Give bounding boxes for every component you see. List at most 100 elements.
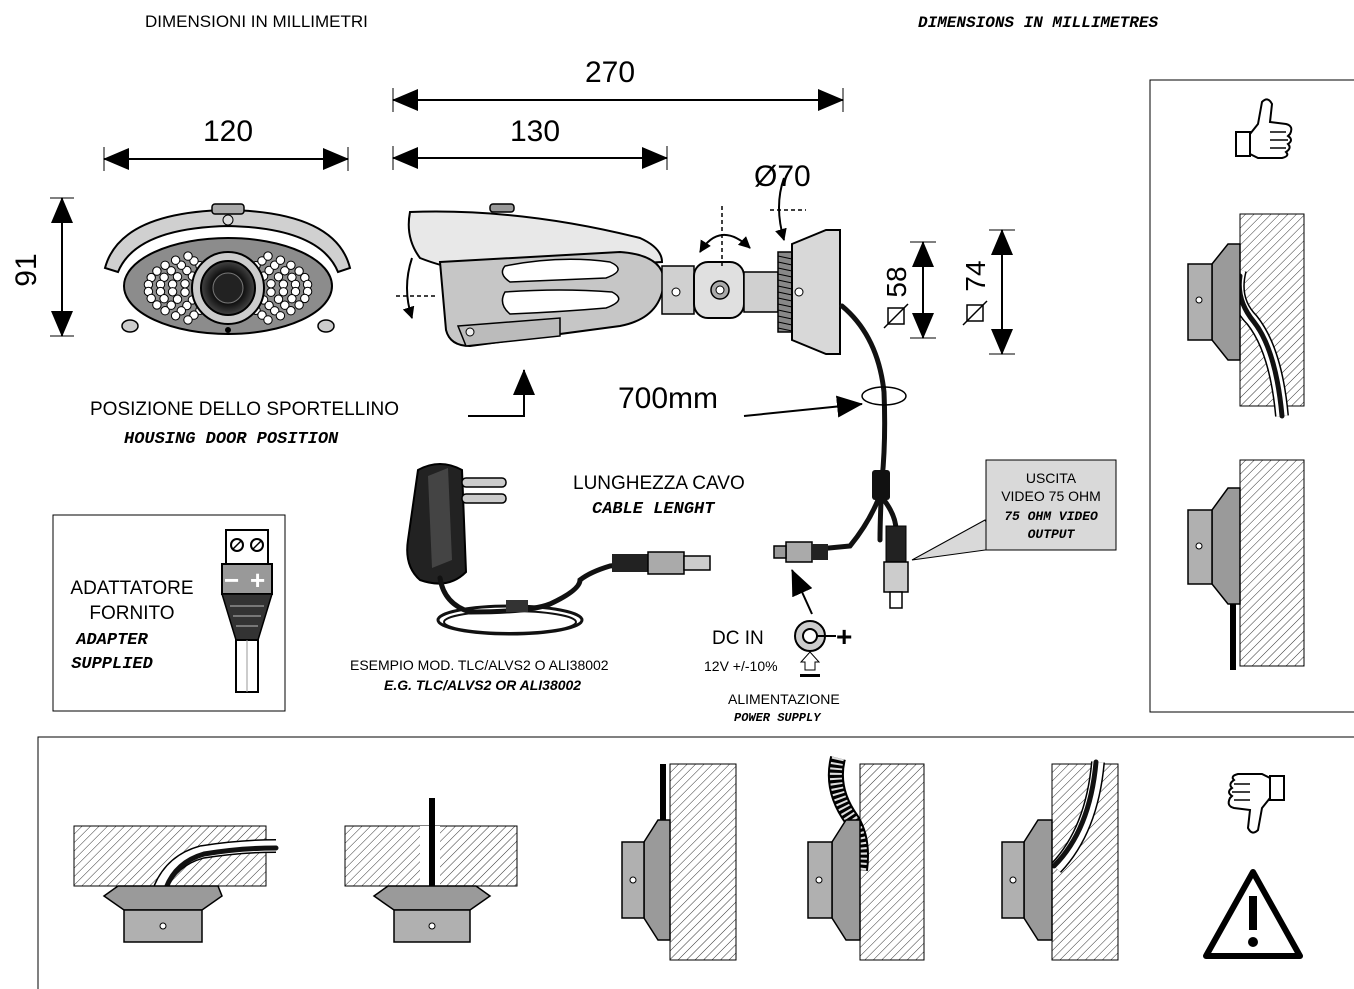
ir-led xyxy=(170,311,181,321)
header-title-it: DIMENSIONI IN MILLIMETRI xyxy=(145,12,368,31)
dc-in-connector xyxy=(773,541,828,563)
ir-led xyxy=(182,265,192,276)
ir-led xyxy=(294,300,304,310)
dimension-270: 270 xyxy=(392,56,844,112)
adapter-supplied-it-2: FORNITO xyxy=(89,603,174,624)
ir-led xyxy=(266,279,276,289)
dimension-91: 91 xyxy=(10,197,74,337)
ir-led xyxy=(167,287,178,297)
door-position-label-en: HOUSING DOOR POSITION xyxy=(124,430,339,449)
door-position-label-it: POSIZIONE DELLO SPORTELLINO xyxy=(90,399,399,420)
video-output-line3: 75 OHM VIDEO xyxy=(1004,509,1098,524)
ir-led xyxy=(183,315,193,325)
dimension-58-label: 58 xyxy=(881,266,912,297)
adapter-supplied-en-1: ADAPTER xyxy=(75,631,148,650)
ceiling-example-bent-cable xyxy=(73,825,279,943)
ir-led xyxy=(160,306,170,316)
ir-led xyxy=(160,260,170,270)
ir-led xyxy=(287,294,297,304)
wall-example-conduit xyxy=(807,756,925,961)
dimension-130: 130 xyxy=(392,115,668,170)
ir-led xyxy=(264,300,274,311)
adapter-supplied-en-2: SUPPLIED xyxy=(71,655,153,674)
ir-led xyxy=(257,256,267,266)
adapter-supplied-it-1: ADATTATORE xyxy=(70,578,193,599)
cable-length-text-it: LUNGHEZZA CAVO xyxy=(573,473,745,494)
dimension-91-label: 91 xyxy=(10,253,43,286)
ir-led xyxy=(182,300,192,311)
terminal-adapter-icon xyxy=(220,529,274,693)
correct-installation-panel xyxy=(1149,79,1354,713)
header-title-en: DIMENSIONS IN MILLIMETRES xyxy=(918,14,1158,32)
ir-led xyxy=(266,287,276,297)
ir-led xyxy=(275,255,286,265)
dimension-130-label: 130 xyxy=(510,115,560,148)
ir-led xyxy=(280,266,290,276)
ir-led xyxy=(275,311,286,321)
ir-leds-left xyxy=(143,251,211,325)
ir-led xyxy=(183,251,193,261)
ir-led xyxy=(273,294,284,304)
bnc-video-connector xyxy=(883,525,909,609)
dc-jack-polarity-icon xyxy=(794,620,836,677)
ir-led xyxy=(189,310,199,320)
camera-side-view xyxy=(396,177,841,355)
video-output-line1: USCITA xyxy=(1026,470,1077,486)
ir-led xyxy=(273,272,284,282)
cable-length-label: 700mm xyxy=(618,382,718,415)
power-supply-label-en: POWER SUPPLY xyxy=(734,711,822,725)
dimension-74-label: 74 xyxy=(960,260,991,291)
ir-led xyxy=(189,256,199,266)
adapter-example-en: E.G. TLC/ALVS2 OR ALI38002 xyxy=(384,677,581,693)
ir-led xyxy=(166,266,176,276)
power-adapter-illustration xyxy=(406,463,711,636)
ir-led xyxy=(166,300,176,310)
ir-led xyxy=(180,287,190,297)
ir-led xyxy=(300,293,310,304)
diameter-symbol-58 xyxy=(883,303,909,329)
voltage-label: 12V +/-10% xyxy=(704,658,778,674)
wall-example-straight-cable xyxy=(621,763,737,961)
power-supply-label-it: ALIMENTAZIONE xyxy=(728,691,840,707)
ir-led xyxy=(146,293,156,304)
terminal-plus: + xyxy=(250,565,265,595)
dimension-120-label: 120 xyxy=(203,115,253,148)
cable-length-text-en: CABLE LENGHT xyxy=(592,500,715,519)
thumbs-down-icon xyxy=(1227,773,1285,834)
warning-triangle-icon xyxy=(1203,869,1303,959)
polarity-plus: + xyxy=(836,621,852,652)
video-output-line4: OUTPUT xyxy=(1028,527,1076,542)
camera-cable xyxy=(773,303,909,609)
dimension-270-label: 270 xyxy=(585,56,635,89)
ir-led xyxy=(159,294,169,304)
dimension-58: 58 xyxy=(881,241,936,339)
thumbs-up-icon xyxy=(1235,98,1293,159)
dimension-120: 120 xyxy=(103,115,349,171)
ir-led xyxy=(152,266,162,276)
ir-led xyxy=(286,306,296,316)
ir-led xyxy=(257,310,267,320)
ir-led xyxy=(264,265,274,276)
dimension-74: 74 xyxy=(960,229,1015,355)
camera-front-view xyxy=(103,203,352,335)
ir-led xyxy=(170,255,181,265)
adapter-supplied-box: ADATTATORE FORNITO ADAPTER SUPPLIED − + xyxy=(52,514,286,712)
ir-led xyxy=(278,287,289,297)
mount-threads xyxy=(777,255,793,332)
ir-led xyxy=(280,300,290,310)
ir-led xyxy=(294,266,304,276)
wall-example-curved-cable xyxy=(1001,759,1119,961)
dimension-70-label: Ø70 xyxy=(754,160,811,193)
ir-led xyxy=(263,251,273,261)
ir-led xyxy=(263,315,273,325)
ir-led xyxy=(286,260,296,270)
ir-led xyxy=(172,272,183,282)
ir-led xyxy=(172,294,183,304)
ir-led xyxy=(152,300,162,310)
ceiling-example-straight-cable xyxy=(344,798,518,943)
incorrect-installation-panel xyxy=(37,736,1354,989)
adapter-example-it: ESEMPIO MOD. TLC/ALVS2 O ALI38002 xyxy=(350,657,609,673)
terminal-minus: − xyxy=(224,565,239,595)
dc-in-label: DC IN xyxy=(712,628,764,649)
